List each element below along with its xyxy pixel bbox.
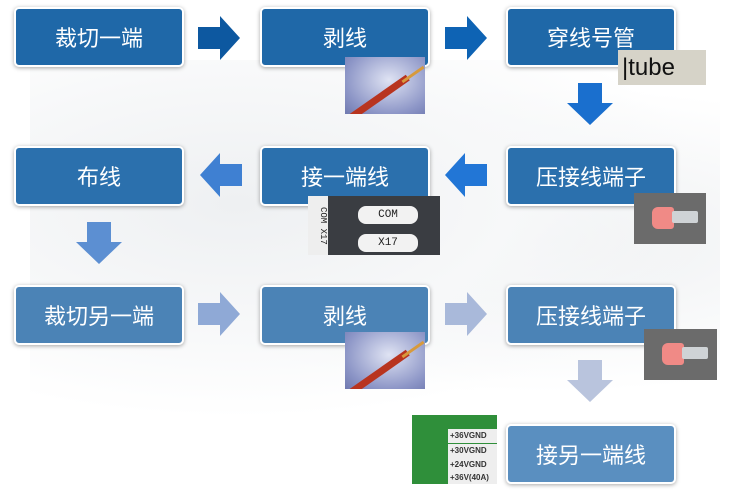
wire-image [345, 57, 425, 114]
arrow-down-icon [567, 360, 613, 402]
wire-image-2 [345, 332, 425, 389]
arrow-down-icon [76, 222, 122, 264]
step-cut-one-end: 裁切一端 [14, 7, 184, 67]
arrow-left-icon [200, 153, 242, 197]
ferrule-image [634, 193, 706, 244]
terminal-label: +36VGND [448, 429, 497, 443]
com-label: COM [358, 206, 418, 224]
terminal-label: +24VGND [448, 458, 497, 472]
com-terminal-image: COM X17 COM X17 [308, 196, 440, 255]
terminal-label: +30VGND [448, 444, 497, 458]
tube-text: | [622, 53, 629, 81]
ferrule-image-2 [644, 329, 717, 380]
step-routing: 布线 [14, 146, 184, 206]
step-cut-other-end: 裁切另一端 [14, 285, 184, 345]
terminal-label: +36V(40A) [448, 471, 497, 484]
step-connect-other-end: 接另一端线 [506, 424, 676, 484]
tube-image: |tube [618, 50, 706, 85]
arrow-right-icon [198, 16, 240, 60]
terminal-block-image: +36VGND +30VGND +24VGND +36V(40A) [412, 415, 497, 484]
com-strip-label: COM X17 [308, 196, 328, 255]
tube-label: tube [628, 53, 675, 81]
x17-label: X17 [358, 234, 418, 252]
arrow-left-icon [445, 153, 487, 197]
arrow-right-icon [445, 292, 487, 336]
arrow-right-icon [198, 292, 240, 336]
arrow-down-icon [567, 83, 613, 125]
arrow-right-icon [445, 16, 487, 60]
